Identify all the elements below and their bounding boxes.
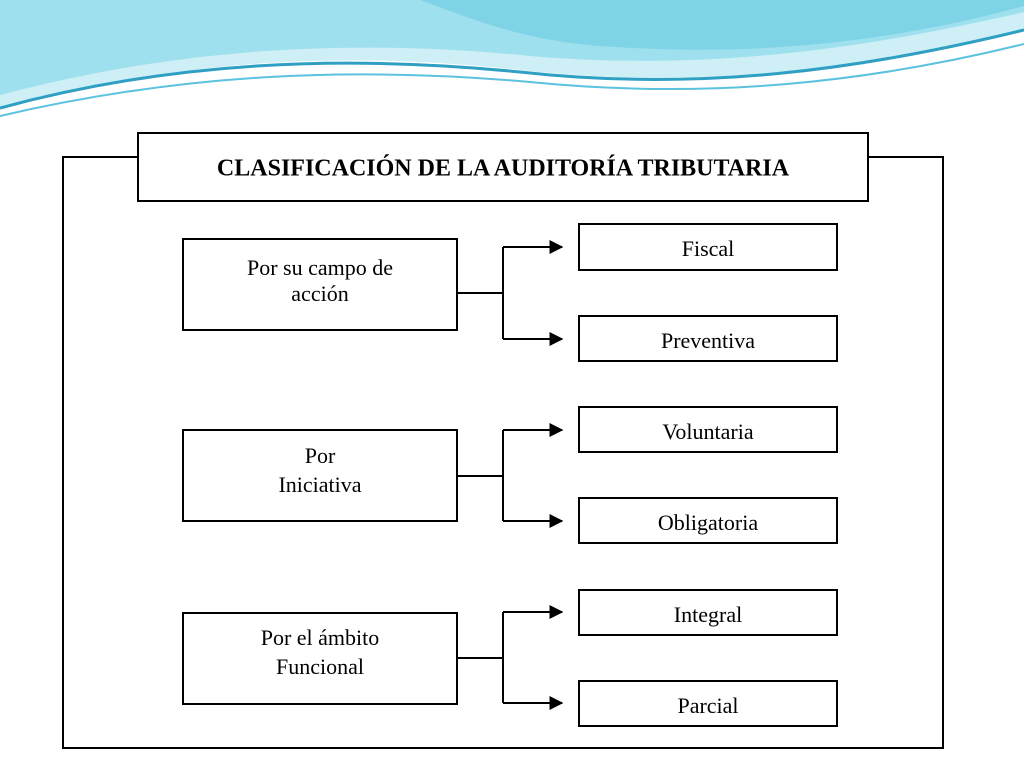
child-box-obligatoria xyxy=(578,497,838,544)
child-label-parcial: Parcial xyxy=(677,693,738,718)
child-box-parcial xyxy=(578,680,838,727)
child-box-preventiva xyxy=(578,315,838,362)
parent-box-2 xyxy=(182,429,458,522)
child-box-voluntaria xyxy=(578,406,838,453)
group-campo-de-accion: Por su campo de acción Fiscal Preventiva xyxy=(182,223,838,362)
parent-label-2-line-2: Iniciativa xyxy=(278,472,361,497)
parent-box-1 xyxy=(182,238,458,331)
parent-label-1-line-1: Por su campo de xyxy=(247,255,393,280)
parent-label-3-line-2: Funcional xyxy=(276,654,364,679)
parent-label-1-line-2: acción xyxy=(291,281,348,306)
child-label-preventiva: Preventiva xyxy=(661,328,755,353)
connector-3 xyxy=(457,612,504,703)
parent-label-2-line-1: Por xyxy=(305,443,336,468)
group-ambito-funcional: Por el ámbito Funcional Integral Parcial xyxy=(182,589,838,727)
child-box-fiscal xyxy=(578,223,838,271)
title-box: CLASIFICACIÓN DE LA AUDITORÍA TRIBUTARIA xyxy=(137,132,869,202)
parent-label-3-line-1: Por el ámbito xyxy=(261,625,380,650)
child-label-fiscal: Fiscal xyxy=(682,236,735,261)
diagram-title: CLASIFICACIÓN DE LA AUDITORÍA TRIBUTARIA xyxy=(217,155,790,182)
child-label-obligatoria: Obligatoria xyxy=(658,510,758,535)
connector-2 xyxy=(457,430,504,521)
child-label-voluntaria: Voluntaria xyxy=(662,419,753,444)
connector-1 xyxy=(457,247,504,339)
group-iniciativa: Por Iniciativa Voluntaria Obligatoria xyxy=(182,406,838,544)
header-wave-decoration xyxy=(0,0,1024,117)
child-box-integral xyxy=(578,589,838,636)
child-label-integral: Integral xyxy=(674,602,742,627)
